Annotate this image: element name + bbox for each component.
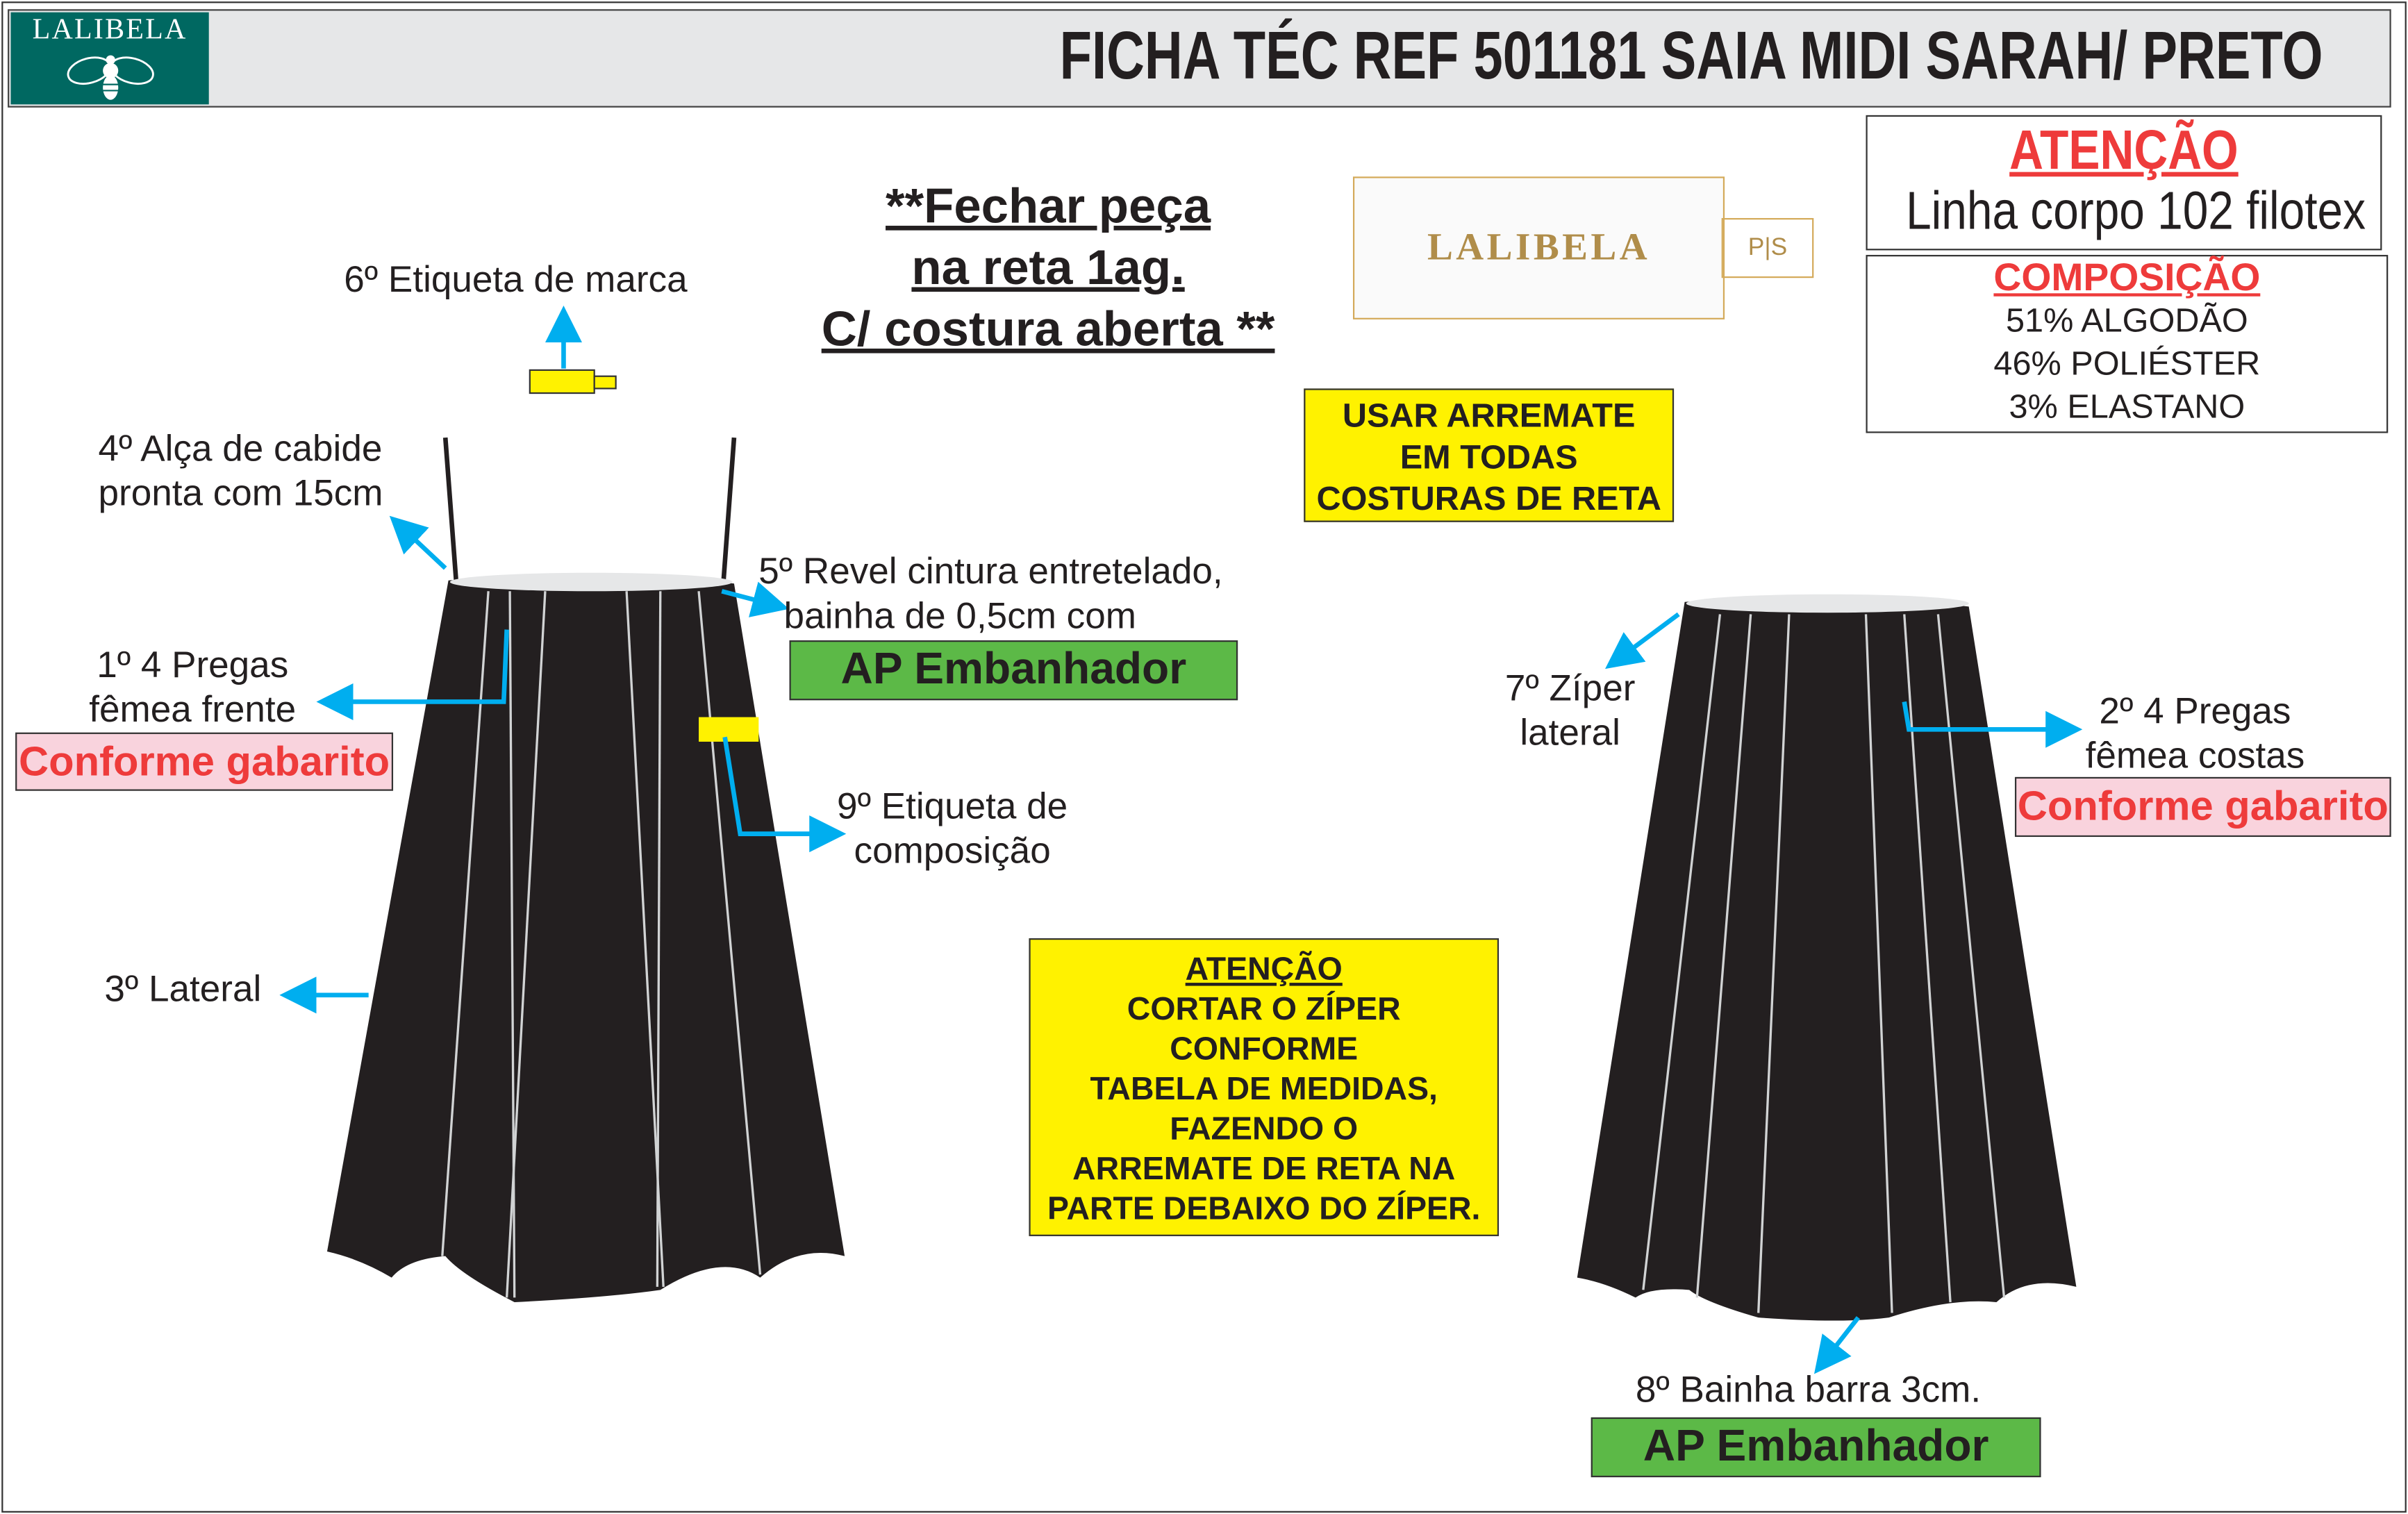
note-line: COSTURAS DE RETA — [1316, 479, 1661, 518]
composition-line: 3% ELASTANO — [2009, 387, 2245, 426]
label-line: 4º Alça de cabide — [98, 428, 383, 470]
label-line: 2º 4 Pregas — [2099, 690, 2291, 733]
label-line: pronta com 15cm — [98, 473, 383, 515]
front-skirt — [326, 369, 845, 1303]
composition-box: COMPOSIÇÃO 51% ALGODÃO 46% POLIÉSTER 3% … — [1866, 255, 2389, 433]
arrow-icon — [389, 515, 447, 570]
logo-text: LALIBELA — [32, 13, 188, 47]
close-piece-note: **Fechar peça na reta 1ag. C/ costura ab… — [799, 175, 1298, 359]
step8-box: AP Embanhador — [1591, 1417, 2041, 1478]
arrow-icon — [1813, 1316, 1861, 1374]
arrow-icon — [316, 629, 509, 721]
note-line: FAZENDO O — [1170, 1111, 1359, 1147]
label-line: lateral — [1520, 712, 1620, 754]
composition-title: COMPOSIÇÃO — [1993, 256, 2261, 300]
label-line: 7º Zíper — [1504, 667, 1636, 710]
label-line: 9º Etiqueta de — [837, 786, 1068, 828]
label-line: bainha de 0,5cm com — [783, 595, 1136, 638]
label-line: composição — [854, 831, 1051, 872]
zipper-attention-note: ATENÇÃO CORTAR O ZÍPER CONFORME TABELA D… — [1029, 938, 1500, 1236]
arrow-icon — [722, 736, 847, 853]
arrow-icon — [1605, 612, 1680, 669]
note-line: CONFORME — [1170, 1031, 1359, 1067]
hanger-loop — [442, 437, 737, 584]
composition-label-mark — [699, 717, 759, 742]
back-skirt — [1577, 594, 2077, 1321]
note-line: TABELA DE MEDIDAS, — [1090, 1072, 1438, 1108]
page-title: FICHA TÉC REF 501181 SAIA MIDI SARAH/ PR… — [1060, 18, 2324, 94]
step5-label: 5º Revel cintura entretelado,bainha de 0… — [758, 550, 1222, 639]
note-line: ARREMATE DE RETA NA — [1072, 1151, 1456, 1188]
step2-box: Conforme gabarito — [2014, 776, 2391, 838]
arrow-icon — [721, 581, 790, 617]
bee-icon — [67, 55, 154, 100]
label-line: 1º 4 Pregas — [97, 644, 289, 687]
note-line: **Fechar peça — [886, 178, 1211, 234]
header-bar — [8, 9, 2391, 108]
label-line: fêmea costas — [2085, 735, 2305, 777]
label-line: 5º Revel cintura entretelado, — [758, 551, 1223, 593]
thread-box: ATENÇÃO Linha corpo 102 filotex — [1866, 115, 2382, 251]
note-line: na reta 1ag. — [911, 239, 1185, 295]
brand-label-mark — [529, 369, 595, 394]
arrows — [279, 306, 2083, 1374]
arrow-icon — [1902, 701, 2083, 748]
brand-logo: LALIBELA — [10, 12, 209, 105]
note-line: PARTE DEBAIXO DO ZÍPER. — [1047, 1191, 1481, 1227]
note-line: CORTAR O ZÍPER — [1127, 992, 1401, 1028]
composition-line: 51% ALGODÃO — [2005, 301, 2248, 340]
attention-title: ATENÇÃO — [2009, 118, 2239, 181]
step3-label: 3º Lateral — [104, 969, 262, 1010]
thread-text: Linha corpo 102 filotex — [1906, 181, 2366, 242]
brand-label-text: LALIBELA — [1427, 227, 1651, 269]
brand-label: LALIBELA — [1352, 176, 1725, 319]
step8-label: 8º Bainha barra 3cm. — [1635, 1370, 1982, 1412]
note-line: USAR ARREMATE — [1342, 396, 1636, 435]
arremate-note: USAR ARREMATE EM TODAS COSTURAS DE RETA — [1304, 388, 1675, 522]
step6-label: 6º Etiqueta de marca — [344, 259, 688, 301]
composition-line: 46% POLIÉSTER — [1993, 344, 2261, 383]
size-tag: P|S — [1721, 217, 1814, 278]
step1-box: Conforme gabarito — [15, 732, 394, 791]
note-line: C/ costura aberta ** — [821, 301, 1275, 356]
note-line: EM TODAS — [1400, 438, 1578, 476]
note-line: ATENÇÃO — [1185, 951, 1343, 988]
step5-box: AP Embanhador — [789, 640, 1238, 701]
label-line: fêmea frente — [89, 689, 297, 731]
